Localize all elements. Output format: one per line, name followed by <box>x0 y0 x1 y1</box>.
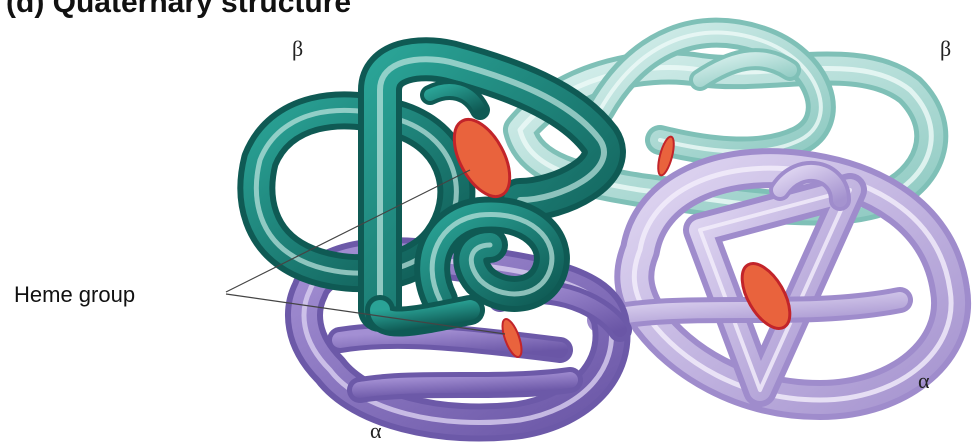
heme-group-label: Heme group <box>14 282 135 308</box>
subunit-label-beta-right: β <box>940 36 951 62</box>
subunit-label-beta-left: β <box>292 36 303 62</box>
subunit-label-alpha-right: α <box>918 368 930 394</box>
subunit-label-alpha-left: α <box>370 418 382 444</box>
